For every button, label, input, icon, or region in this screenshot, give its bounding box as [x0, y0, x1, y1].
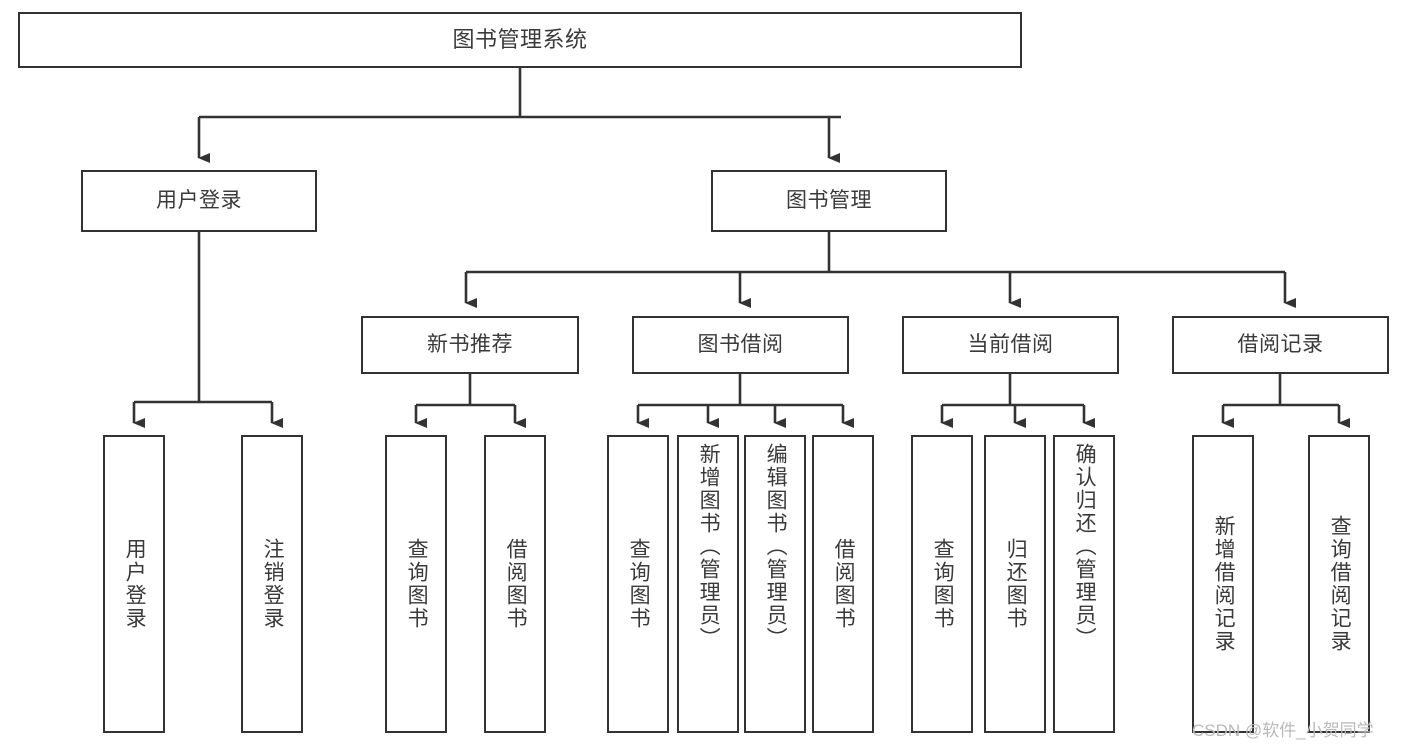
- leaf-query-book-recommend-label: 查询图书: [405, 538, 429, 630]
- leaf-edit-book-admin[interactable]: 编辑图书（管理员）: [744, 435, 806, 733]
- leaf-user-login-label: 用户登录: [123, 538, 147, 630]
- leaf-borrow-book-recommend[interactable]: 借阅图书: [484, 435, 546, 733]
- leaf-borrow-book-label: 借阅图书: [832, 538, 856, 630]
- leaf-logout-label: 注销登录: [261, 538, 285, 630]
- leaf-add-borrow-record[interactable]: 新增借阅记录: [1192, 435, 1254, 733]
- leaf-query-borrow-record[interactable]: 查询借阅记录: [1308, 435, 1370, 733]
- leaf-return-book[interactable]: 归还图书: [984, 435, 1046, 733]
- node-borrow-record[interactable]: 借阅记录: [1172, 316, 1389, 374]
- leaf-user-login[interactable]: 用户登录: [103, 435, 165, 733]
- node-borrow-record-label: 借阅记录: [1237, 332, 1324, 356]
- leaf-query-borrow-record-label: 查询借阅记录: [1328, 515, 1352, 653]
- leaf-return-book-label: 归还图书: [1004, 538, 1028, 630]
- leaf-confirm-return-admin-label: 确认归还（管理员）: [1073, 443, 1097, 650]
- node-current-borrow[interactable]: 当前借阅: [902, 316, 1119, 374]
- node-book-borrow-label: 图书借阅: [697, 332, 784, 356]
- leaf-query-book-current[interactable]: 查询图书: [911, 435, 973, 733]
- leaf-add-borrow-record-label: 新增借阅记录: [1212, 515, 1236, 653]
- node-root-label: 图书管理系统: [452, 27, 588, 53]
- node-book-borrow[interactable]: 图书借阅: [632, 316, 849, 374]
- node-current-borrow-label: 当前借阅: [967, 332, 1054, 356]
- node-root[interactable]: 图书管理系统: [18, 12, 1022, 68]
- node-new-book-recommend[interactable]: 新书推荐: [361, 316, 579, 374]
- node-user-login-label: 用户登录: [156, 188, 242, 212]
- leaf-borrow-book-recommend-label: 借阅图书: [504, 538, 528, 630]
- node-book-management-label: 图书管理: [786, 188, 872, 212]
- leaf-logout[interactable]: 注销登录: [241, 435, 303, 733]
- leaf-add-book-admin-label: 新增图书（管理员）: [697, 443, 721, 650]
- leaf-query-book-borrow-label: 查询图书: [627, 538, 651, 630]
- csdn-watermark: CSDN @软件_小贺同学: [1192, 721, 1374, 740]
- node-book-management[interactable]: 图书管理: [711, 170, 947, 232]
- leaf-edit-book-admin-label: 编辑图书（管理员）: [764, 443, 788, 650]
- node-user-login[interactable]: 用户登录: [81, 170, 317, 232]
- leaf-borrow-book[interactable]: 借阅图书: [812, 435, 874, 733]
- leaf-query-book-recommend[interactable]: 查询图书: [385, 435, 447, 733]
- leaf-query-book-current-label: 查询图书: [931, 538, 955, 630]
- leaf-confirm-return-admin[interactable]: 确认归还（管理员）: [1053, 435, 1115, 733]
- node-new-book-recommend-label: 新书推荐: [427, 332, 513, 356]
- leaf-query-book-borrow[interactable]: 查询图书: [607, 435, 669, 733]
- leaf-add-book-admin[interactable]: 新增图书（管理员）: [677, 435, 739, 733]
